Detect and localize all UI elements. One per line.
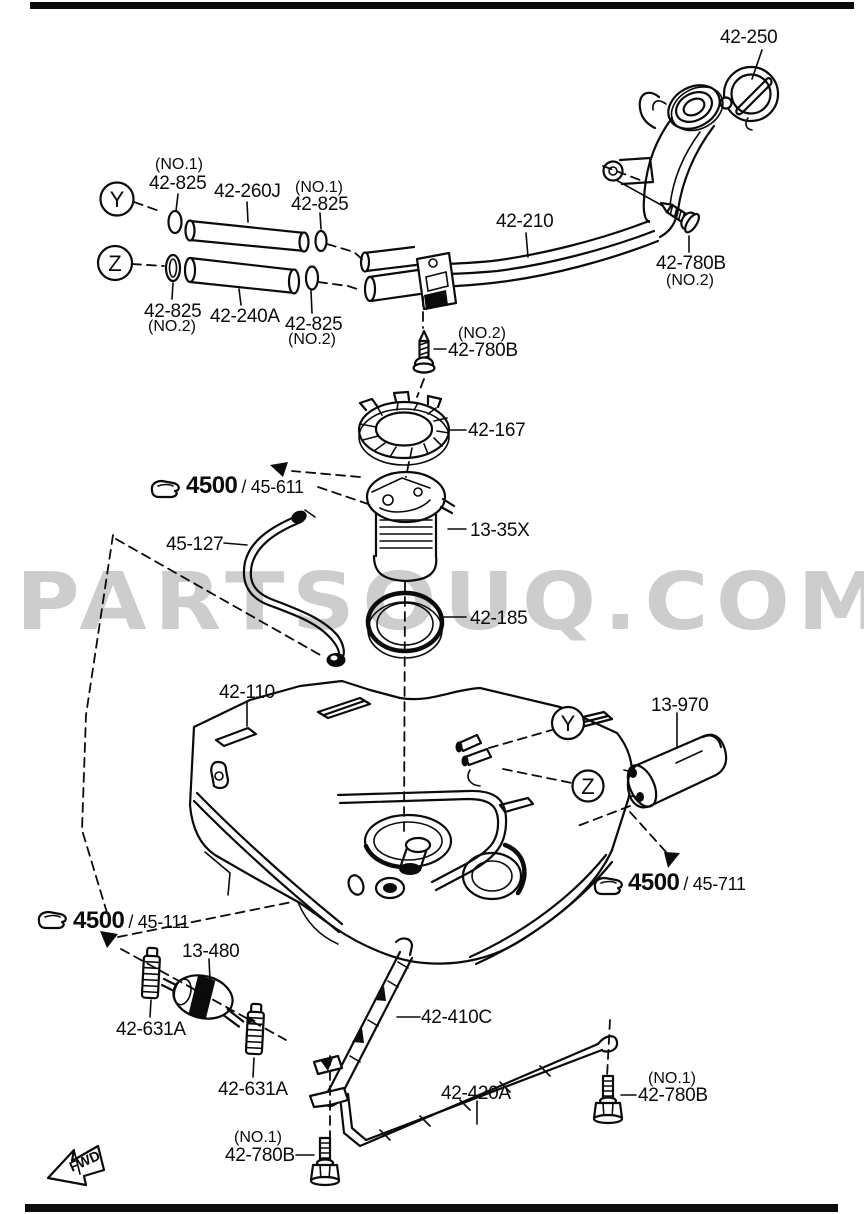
part-label-42-825-b: 42-825 bbox=[291, 194, 349, 215]
hose-clamps-drawing bbox=[164, 209, 328, 291]
part-label-42-631A-b: 42-631A bbox=[218, 1079, 288, 1100]
part-label-42-250: 42-250 bbox=[720, 27, 778, 48]
assembly-ref-code: 4500 bbox=[186, 472, 238, 499]
part-label-42-780B-d: 42-780B bbox=[638, 1085, 708, 1106]
part-label-42-780B-a: 42-780B bbox=[656, 253, 726, 274]
insulator-b-drawing bbox=[244, 1002, 266, 1056]
strap-rear-drawing bbox=[308, 1035, 619, 1148]
part-label-42-167: 42-167 bbox=[468, 420, 526, 441]
view-marker-y-1-label: Y bbox=[110, 187, 125, 212]
fuel-pump-drawing bbox=[365, 470, 456, 583]
fuel-cap-drawing bbox=[719, 65, 780, 131]
view-marker-y-1: Y bbox=[99, 181, 135, 217]
qualifier-no1-c: (NO.1) bbox=[234, 1129, 282, 1146]
leader-lines bbox=[149, 49, 763, 1156]
canister-drawing bbox=[623, 733, 728, 809]
qualifier-no1-b: (NO.1) bbox=[295, 179, 343, 196]
filler-hose-lower-drawing bbox=[183, 256, 301, 295]
clip-icon-45-711 bbox=[593, 876, 623, 896]
view-marker-y-2: Y bbox=[550, 705, 586, 741]
bolt-right-drawing bbox=[592, 1074, 624, 1125]
part-label-45-127: 45-127 bbox=[166, 534, 224, 555]
part-label-42-780B-c: 42-780B bbox=[225, 1145, 295, 1166]
dashed-guides bbox=[81, 165, 680, 1139]
part-label-13-35X: 13-35X bbox=[470, 520, 530, 541]
lock-ring-drawing bbox=[357, 390, 451, 466]
part-label-42-260J: 42-260J bbox=[214, 181, 281, 202]
part-label-42-420A: 42-420A bbox=[441, 1083, 511, 1104]
bottom-border-bar bbox=[25, 1204, 838, 1212]
part-label-42-240A: 42-240A bbox=[210, 306, 280, 327]
view-marker-z-2-label: Z bbox=[581, 774, 594, 799]
part-label-42-410C: 42-410C bbox=[421, 1007, 492, 1028]
strap-front-drawing bbox=[322, 937, 414, 1108]
view-marker-z-1: Z bbox=[96, 244, 134, 282]
part-label-42-825-a: 42-825 bbox=[149, 173, 207, 194]
view-marker-z-2: Z bbox=[571, 769, 605, 803]
part-label-42-185: 42-185 bbox=[470, 608, 528, 629]
assembly-ref-code: 4500 bbox=[628, 869, 680, 896]
top-border-bar bbox=[30, 2, 854, 9]
bolt-left-drawing bbox=[309, 1136, 341, 1187]
assembly-ref-number: / 45-111 bbox=[128, 912, 190, 932]
fwd-arrow: FWD bbox=[46, 1144, 106, 1187]
qualifier-no2-c: (NO.2) bbox=[288, 331, 336, 348]
part-label-13-480: 13-480 bbox=[182, 941, 240, 962]
assembly-ref-45-111: 4500 / 45-111 bbox=[73, 907, 190, 934]
filler-hose-upper-drawing bbox=[184, 219, 310, 253]
qualifier-no2-a: (NO.2) bbox=[666, 272, 714, 289]
filler-pipe-drawing bbox=[359, 219, 660, 311]
view-marker-z-1-label: Z bbox=[108, 251, 121, 276]
assembly-ref-45-611: 4500 / 45-611 bbox=[186, 474, 304, 498]
fuel-tank-drawing bbox=[188, 679, 634, 966]
clip-icon-45-611 bbox=[150, 479, 180, 499]
clip-icon-45-111 bbox=[37, 910, 67, 930]
assembly-ref-number: / 45-611 bbox=[241, 477, 304, 497]
part-label-42-210: 42-210 bbox=[496, 211, 554, 232]
assembly-ref-number: / 45-711 bbox=[683, 874, 746, 894]
screw-mid-drawing bbox=[412, 329, 436, 374]
insulator-a-drawing bbox=[140, 946, 162, 1000]
part-label-42-631A-a: 42-631A bbox=[116, 1019, 186, 1040]
assembly-ref-45-711: 4500 / 45-711 bbox=[628, 871, 746, 895]
breather-hose-drawing bbox=[242, 509, 346, 667]
part-label-42-780B-b: 42-780B bbox=[448, 340, 518, 361]
qualifier-no1-a: (NO.1) bbox=[155, 156, 203, 173]
qualifier-no1-d: (NO.1) bbox=[648, 1070, 696, 1087]
screw-top-drawing bbox=[654, 193, 703, 236]
qualifier-no2-d: (NO.2) bbox=[458, 325, 506, 342]
part-label-13-970: 13-970 bbox=[651, 695, 709, 716]
part-label-42-825-d: 42-825 bbox=[285, 314, 343, 335]
part-label-42-110: 42-110 bbox=[219, 682, 275, 703]
view-marker-y-2-label: Y bbox=[561, 711, 576, 736]
part-label-42-825-c: 42-825 bbox=[144, 301, 202, 322]
qualifier-no2-b: (NO.2) bbox=[148, 318, 196, 335]
assembly-ref-code: 4500 bbox=[73, 907, 125, 934]
